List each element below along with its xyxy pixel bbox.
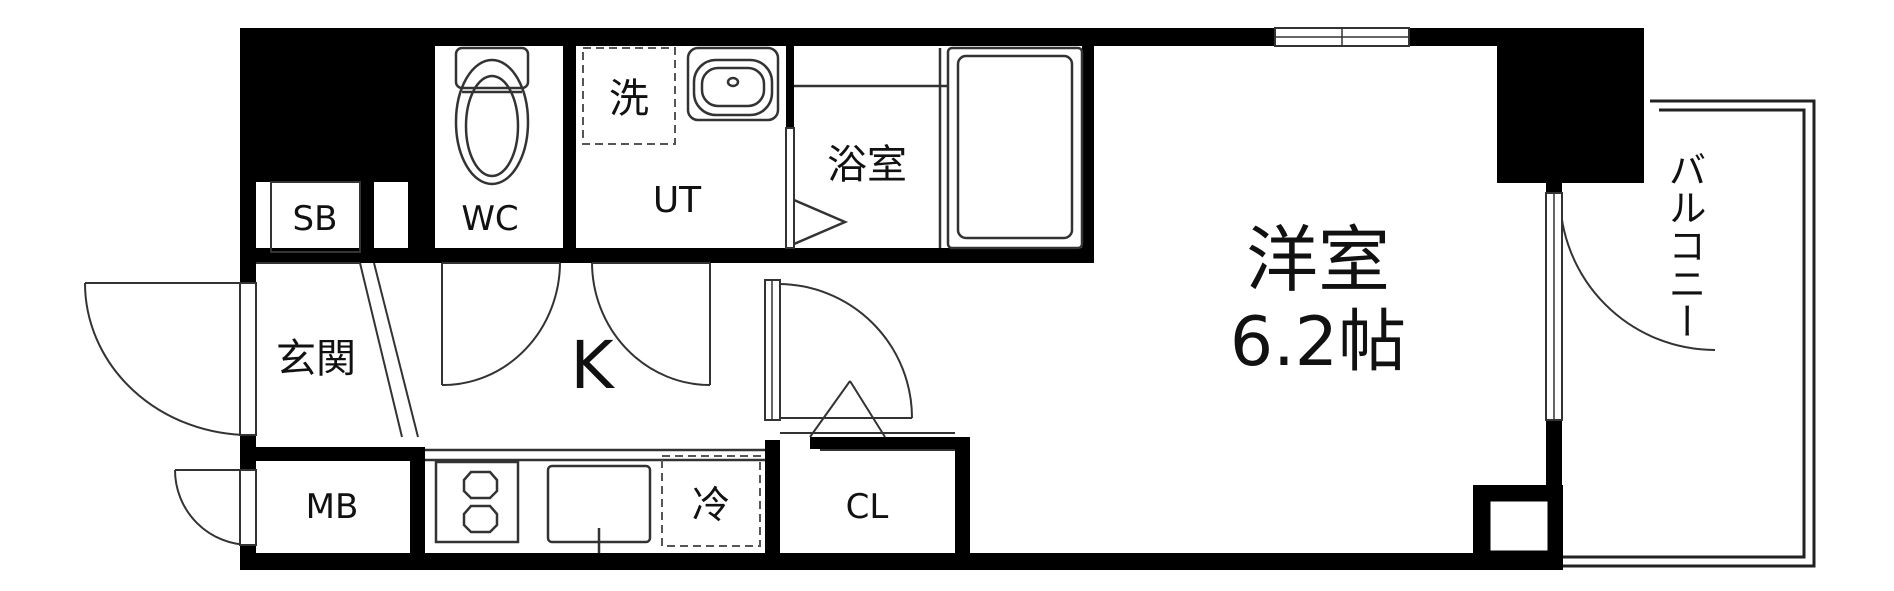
openings bbox=[239, 27, 1563, 546]
bathtub-icon bbox=[793, 46, 1084, 250]
walls bbox=[240, 28, 1644, 570]
fridge-space bbox=[661, 455, 761, 547]
room-label-fridge: 冷 bbox=[692, 483, 730, 527]
room-label-ut: UT bbox=[653, 180, 702, 221]
room-label-balcony: バルコニー bbox=[1662, 150, 1706, 340]
toilet-icon bbox=[454, 46, 530, 186]
room-label-sb: SB bbox=[293, 199, 338, 239]
room-label-wc: WC bbox=[461, 199, 518, 239]
balcony-outline bbox=[1562, 99, 1816, 568]
room-label-mb: MB bbox=[306, 487, 359, 527]
room-label-washer: 洗 bbox=[609, 76, 649, 122]
washer-space bbox=[582, 47, 676, 145]
closet-door-icon bbox=[809, 380, 886, 438]
room-label-entrance: 玄関 bbox=[276, 336, 356, 382]
room-label-closet: CL bbox=[846, 487, 889, 527]
partitions bbox=[256, 181, 955, 438]
room-label-western-room: 洋室 bbox=[1246, 218, 1390, 302]
room-label-kitchen: K bbox=[570, 327, 615, 404]
wash-basin-icon bbox=[686, 46, 780, 122]
room-label-bath: 浴室 bbox=[827, 142, 907, 188]
room-size-western-room: 6.2帖 bbox=[1230, 303, 1406, 382]
kitchen-counter bbox=[425, 448, 765, 553]
